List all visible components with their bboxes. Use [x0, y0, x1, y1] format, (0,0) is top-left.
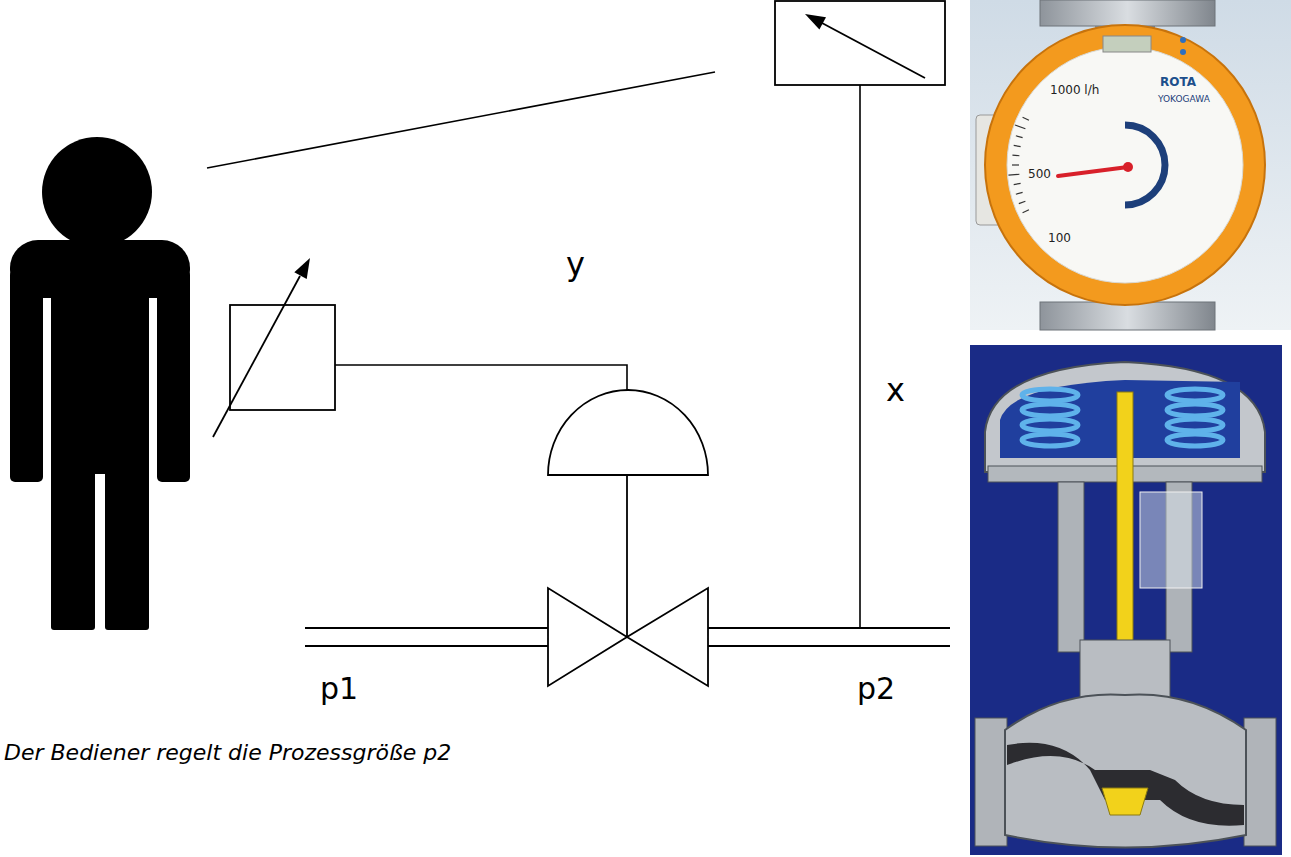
actuator-springs-part — [1022, 434, 1078, 446]
caption: Der Bediener regelt die Prozessgröße p2 — [4, 740, 451, 765]
yoke-column — [1058, 482, 1084, 652]
valve-stem — [626, 475, 628, 637]
photo-background — [970, 345, 1282, 855]
actuator-springs-part — [1167, 419, 1223, 431]
scale-tick — [1016, 192, 1023, 194]
indicator-arrowhead — [805, 14, 826, 30]
signal-name: y — [566, 246, 585, 283]
actuator-springs-part — [1167, 404, 1223, 416]
actuator-springs-part — [1022, 389, 1078, 401]
scale-number: 100 — [1048, 232, 1071, 246]
scale-tick — [1014, 183, 1021, 184]
setter-arrow — [213, 276, 300, 437]
actuator-springs-part — [1022, 419, 1078, 431]
indicator-arrow — [822, 23, 925, 78]
pipe-wall — [708, 645, 950, 647]
meter-flange — [1040, 0, 1215, 26]
signal-line — [335, 365, 627, 390]
pipe-wall — [708, 627, 950, 629]
scale-tick — [1016, 136, 1023, 138]
pointer-hub — [1123, 162, 1133, 172]
setter-symbol — [213, 258, 335, 437]
operator-arm — [157, 270, 190, 482]
pressure-label: p2 — [857, 672, 895, 707]
setter-box — [230, 305, 335, 410]
signal-name: x — [886, 372, 905, 409]
valve-plug — [1102, 788, 1148, 815]
rotameter-photo — [970, 0, 1291, 330]
setter-arrowhead — [294, 258, 310, 279]
brand-name: YOKOGAWA — [1158, 94, 1210, 104]
pipe-wall — [305, 645, 548, 647]
meter-led — [1180, 37, 1186, 43]
scale-number: 500 — [1028, 168, 1051, 182]
scale-tick — [1023, 117, 1029, 120]
brand-name: ROTA — [1160, 76, 1196, 90]
scale-tick — [1019, 201, 1026, 203]
meter-flange — [1040, 302, 1215, 330]
actuator-springs-part — [1167, 389, 1223, 401]
valve-body-right — [627, 588, 708, 686]
scale-tick — [1012, 164, 1019, 165]
body-flange — [1244, 718, 1276, 846]
meter-display — [1103, 36, 1151, 52]
indicator-box — [775, 1, 945, 85]
pipe — [305, 628, 950, 646]
flow-channel — [1007, 743, 1244, 826]
meter-ring — [985, 25, 1265, 305]
photo-background — [970, 0, 1291, 330]
scale-tick — [1012, 155, 1019, 157]
meter-led — [1180, 49, 1186, 55]
valve-bonnet — [1080, 640, 1170, 702]
scale-tick — [1023, 210, 1029, 213]
control-valve-photo — [970, 345, 1282, 855]
meter-pointer — [1058, 167, 1128, 176]
scale-unit: 1000 l/h — [1050, 84, 1099, 98]
meter-dial — [1007, 47, 1243, 283]
operator-head — [42, 137, 152, 247]
pipe-wall — [305, 627, 548, 629]
position-indicator — [1140, 492, 1202, 588]
sight-line — [207, 72, 715, 168]
control-valve-symbol — [548, 390, 708, 686]
scale-tick — [1014, 145, 1021, 146]
operator-figure — [10, 137, 190, 630]
body-flange — [975, 718, 1007, 846]
actuator-springs-part — [1167, 434, 1223, 446]
measurement-line — [859, 85, 861, 628]
operator-leg — [51, 460, 95, 630]
valve-body-left — [548, 588, 627, 686]
pressure-label: p1 — [320, 672, 358, 707]
operator-torso — [51, 262, 149, 474]
scale-ticks — [1008, 117, 1028, 213]
actuator-dome — [548, 390, 708, 475]
scale-tick — [1008, 174, 1019, 176]
scale-tick — [1015, 125, 1025, 129]
operator-arm — [10, 270, 43, 482]
indicator-symbol — [775, 1, 945, 85]
valve-body — [1005, 694, 1246, 847]
operator-leg — [105, 460, 149, 630]
actuator-springs-part — [1022, 404, 1078, 416]
